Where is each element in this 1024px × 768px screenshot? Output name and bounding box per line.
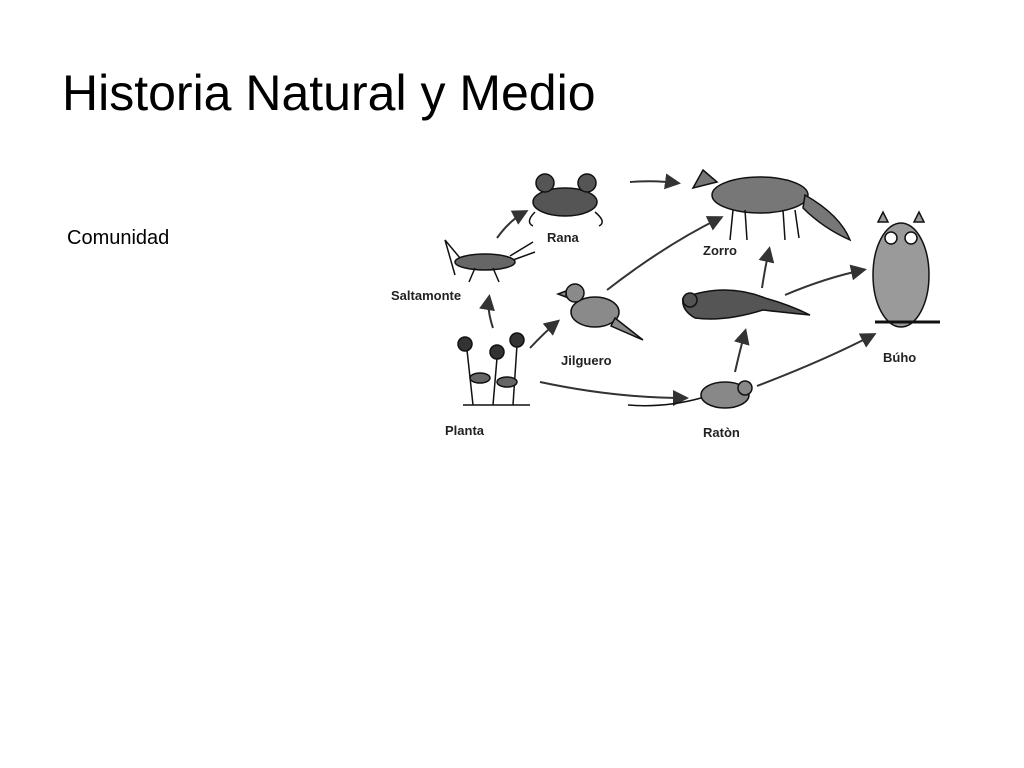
goldfinch-icon: [555, 283, 644, 341]
label-saltamonte: Saltamonte: [391, 288, 461, 303]
arrow-rana-zorro: [629, 173, 681, 190]
arrow-jilguero-zorro: [606, 216, 724, 291]
label-zorro: Zorro: [703, 243, 737, 258]
arrow-planta-raton: [539, 381, 689, 406]
fox-icon: [691, 168, 852, 242]
arrow-comadreja-zorro: [758, 246, 775, 289]
label-planta: Planta: [445, 423, 485, 438]
food-web-diagram: Rana Zorro Búho Saltamonte Jilguero Plan…: [385, 150, 955, 450]
label-buho: Búho: [883, 350, 916, 365]
arrow-planta-jilguero: [529, 319, 561, 349]
grasshopper-icon: [444, 239, 536, 283]
label-jilguero: Jilguero: [561, 353, 612, 368]
arrow-comadreja-buho: [784, 264, 867, 296]
plant-icon: [457, 332, 530, 406]
arrow-raton-buho: [756, 333, 877, 387]
mouse-icon: [627, 380, 753, 409]
food-web-svg: Rana Zorro Búho Saltamonte Jilguero Plan…: [391, 168, 940, 440]
slide-body-text: Comunidad: [67, 227, 170, 249]
arrow-raton-comadreja: [734, 328, 750, 373]
owl-icon: [872, 210, 940, 328]
frog-icon: [528, 173, 603, 227]
label-rana: Rana: [547, 230, 580, 245]
weasel-icon: [682, 289, 811, 320]
arrow-planta-saltamonte: [479, 294, 495, 329]
label-raton: Ratòn: [703, 425, 740, 440]
slide-title: Historia Natural y Medio: [62, 65, 596, 121]
arrow-saltamonte-rana: [496, 210, 529, 239]
